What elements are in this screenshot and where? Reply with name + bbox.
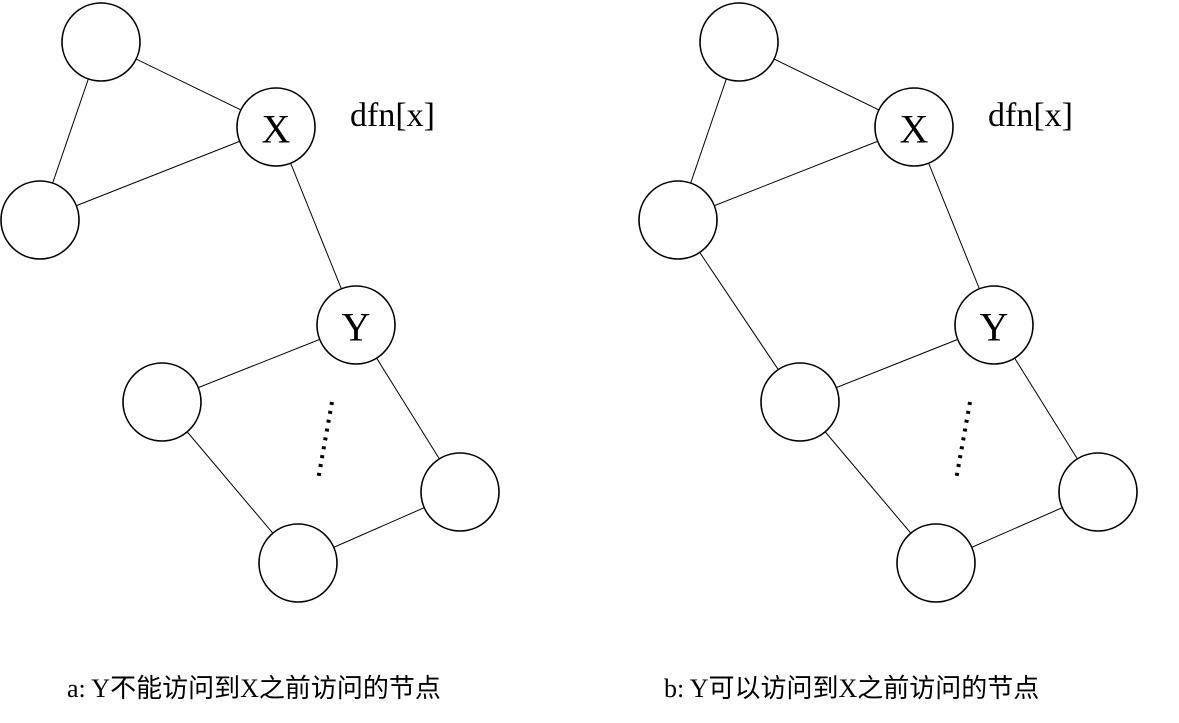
node: [61, 2, 141, 82]
node-y: [316, 285, 396, 365]
node: [638, 180, 718, 260]
node-x-label: X: [262, 107, 291, 152]
node: [896, 523, 976, 603]
node: [122, 362, 202, 442]
node-x-label: X: [900, 107, 929, 152]
node: [699, 2, 779, 82]
node: [1058, 452, 1138, 532]
node-x: [874, 87, 954, 167]
node-y-label: Y: [342, 305, 371, 350]
node: [420, 452, 500, 532]
node: [0, 180, 80, 260]
node-y-label: Y: [980, 305, 1009, 350]
caption-a: a: Y不能访问到X之前访问的节点: [67, 674, 441, 703]
edge: [39, 126, 277, 221]
dfn-annotation: dfn[x]: [988, 97, 1073, 134]
dfn-annotation: dfn[x]: [350, 97, 435, 134]
node: [760, 362, 840, 442]
node-x: [236, 87, 316, 167]
edge: [677, 126, 915, 221]
diagram-b: X Y dfn[x] b: Y可以访问到X之前访问的节点: [638, 2, 1138, 703]
ellipsis-dots: [316, 401, 334, 481]
node: [258, 523, 338, 603]
node-y: [954, 285, 1034, 365]
caption-b: b: Y可以访问到X之前访问的节点: [664, 674, 1039, 703]
ellipsis-dots: [954, 401, 972, 481]
diagram-a: X Y dfn[x] a: Y不能访问到X之前访问的节点: [0, 2, 500, 703]
